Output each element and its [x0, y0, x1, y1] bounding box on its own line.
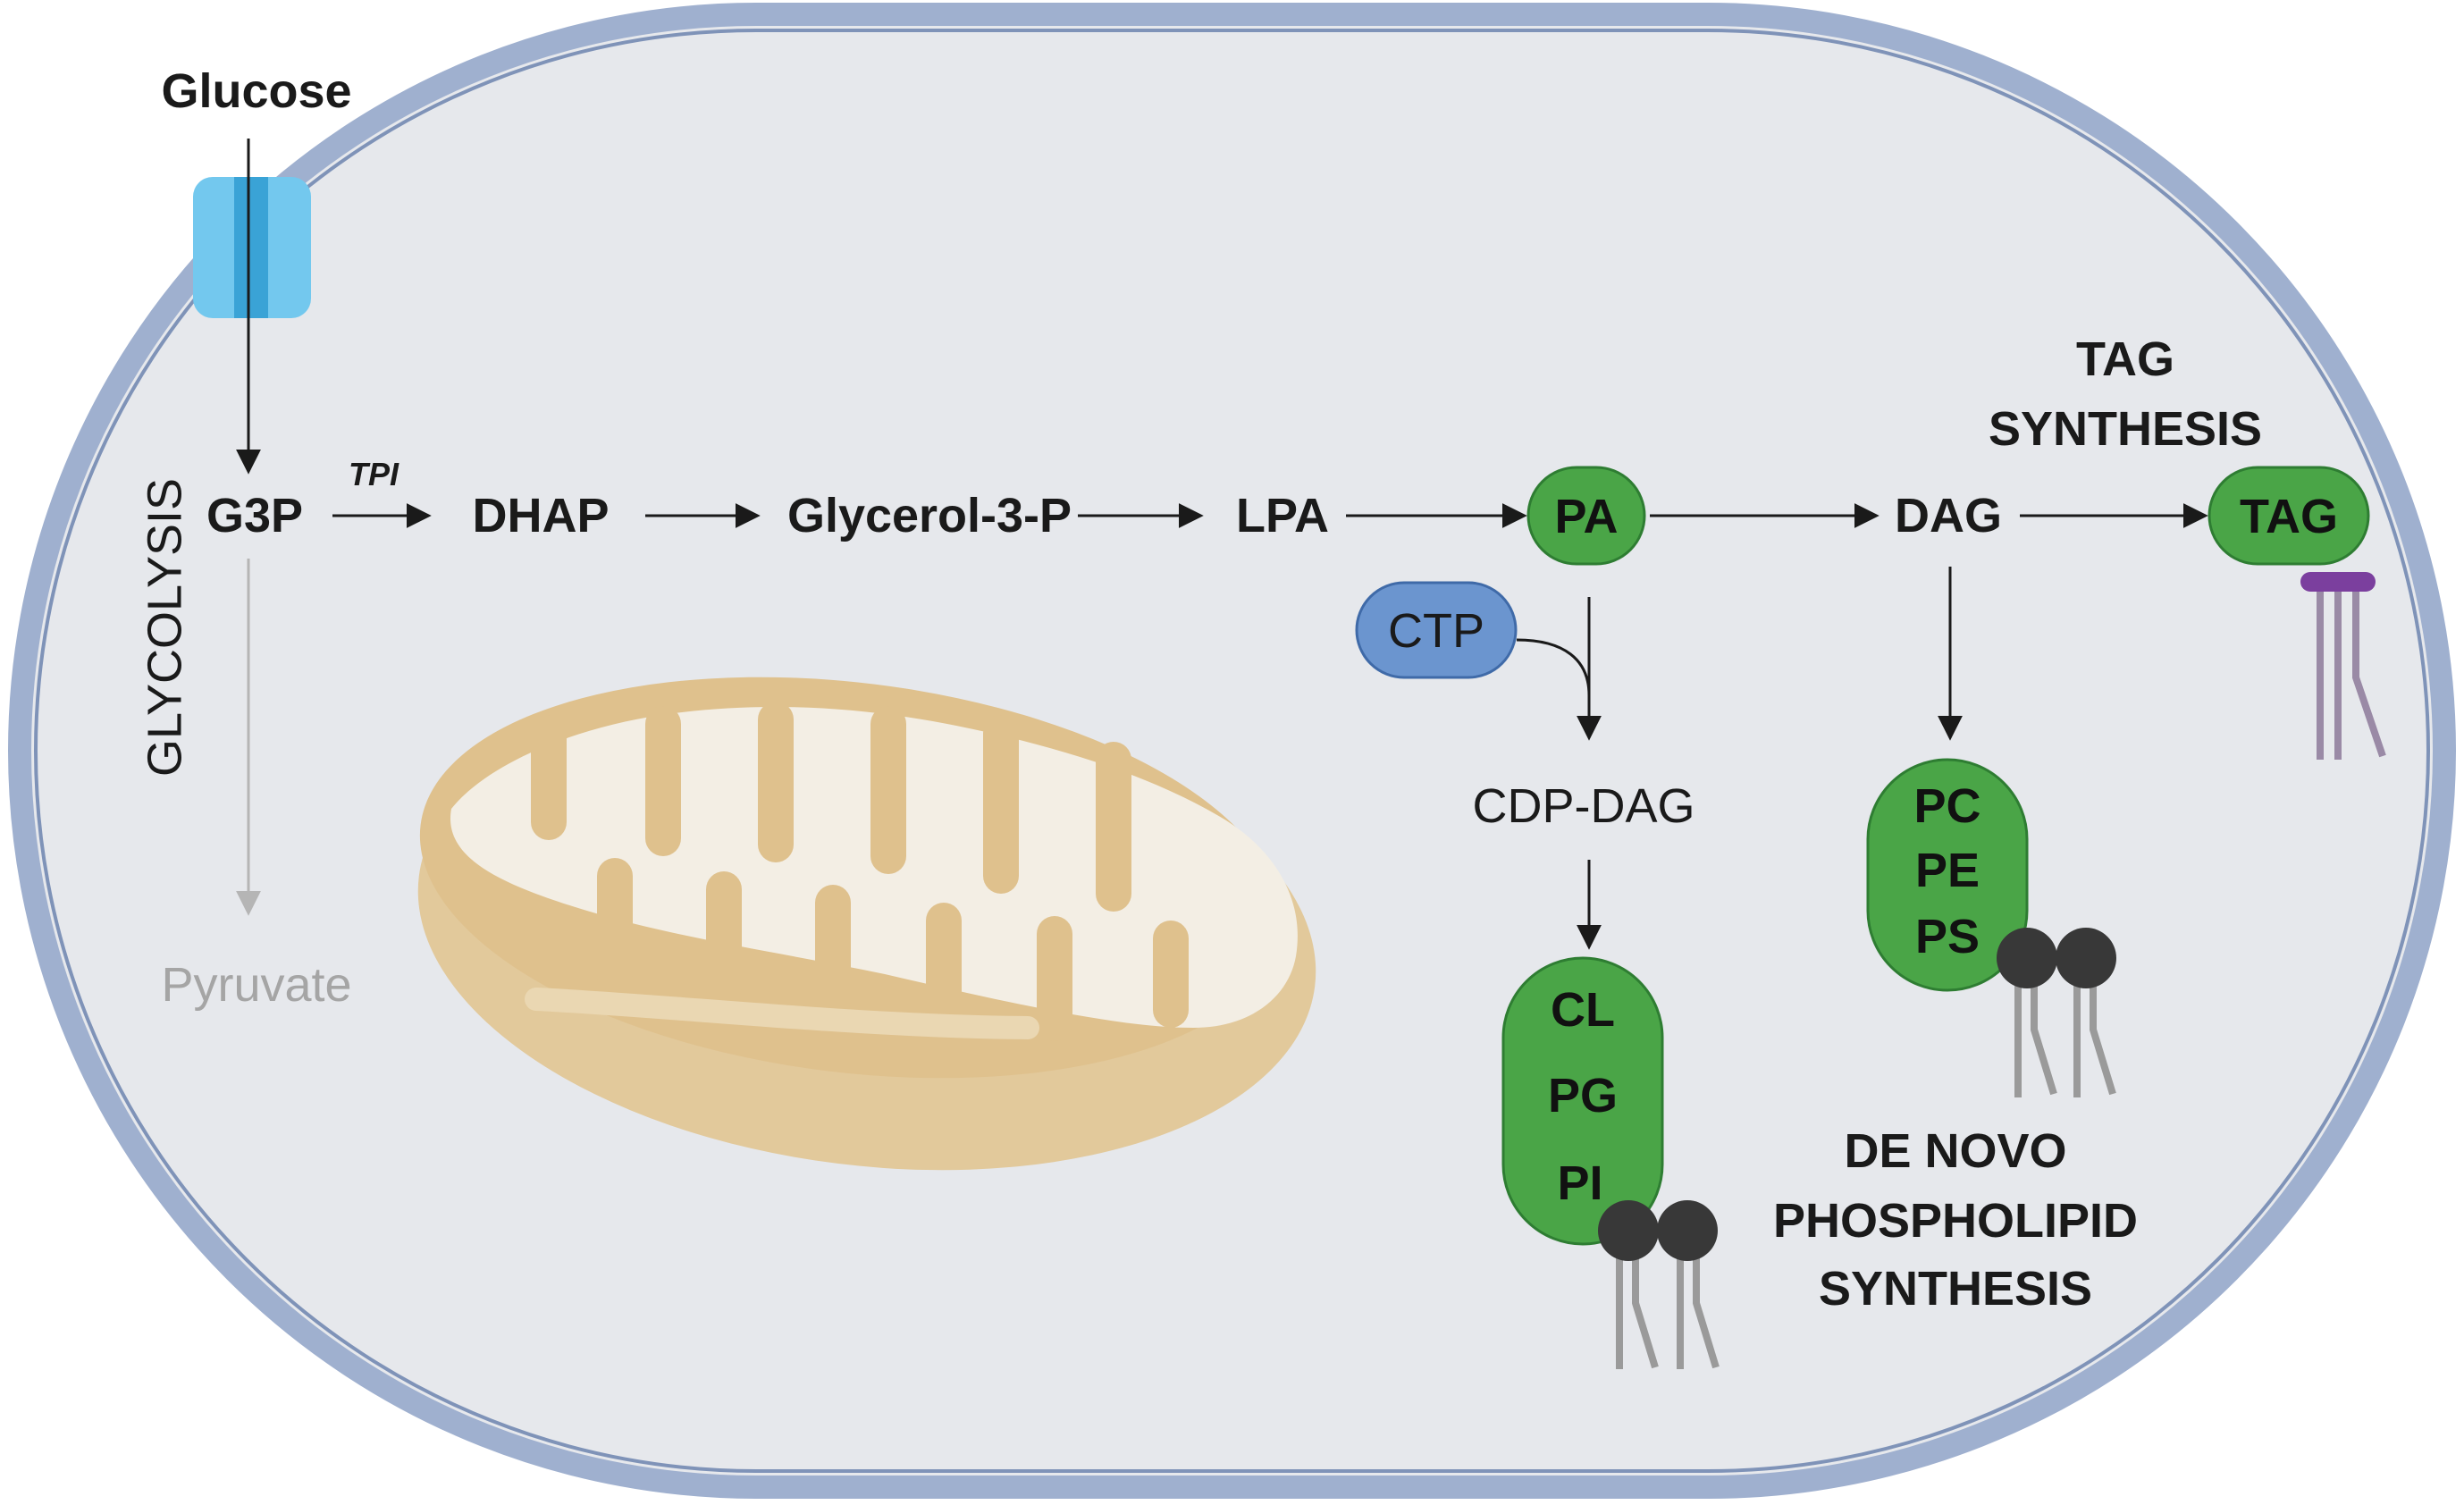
glycerol3p-label: Glycerol-3-P: [787, 489, 1072, 542]
dhap-label: DHAP: [472, 489, 609, 542]
pyruvate-label: Pyruvate: [161, 958, 351, 1012]
pg-label: PG: [1548, 1069, 1618, 1122]
ctp-join-curve: [1516, 638, 1591, 696]
cell-membrane-inner-line: [34, 29, 2430, 1473]
pc-pe-ps-box: [1866, 758, 2029, 992]
tag-synthesis-heading-line-1: TAG: [2076, 332, 2174, 386]
dag-label: DAG: [1895, 489, 2002, 542]
cl-pg-pi-box: [1501, 956, 1664, 1246]
glucose-transporter-icon: [193, 177, 311, 318]
tag-synthesis-heading-line-2: SYNTHESIS: [1989, 402, 2262, 456]
triglyceride-icon: [2300, 572, 2386, 760]
pa-label: PA: [1554, 490, 1618, 543]
glycolysis-label: GLYCOLYSIS: [138, 478, 191, 777]
tpi-enzyme-label: TPI: [349, 456, 399, 492]
pa-box: [1526, 466, 1646, 566]
ps-label: PS: [1915, 910, 1980, 963]
ctp-label: CTP: [1388, 604, 1484, 658]
cl-label: CL: [1551, 983, 1615, 1037]
mitochondrion-icon: [417, 677, 1316, 1171]
tag-box: [2208, 466, 2370, 566]
pc-label: PC: [1913, 779, 1980, 833]
phospholipid-icon: [1997, 928, 2116, 1097]
glucose-label: Glucose: [161, 64, 351, 118]
lpa-label: LPA: [1236, 489, 1329, 542]
cdpdag-label: CDP-DAG: [1472, 779, 1695, 833]
g3p-label: G3P: [206, 489, 303, 542]
phospholipid-icon: [1598, 1200, 1720, 1369]
pi-label: PI: [1557, 1156, 1602, 1210]
de-novo-heading-line-1: DE NOVO: [1844, 1124, 2066, 1178]
pe-label: PE: [1915, 844, 1980, 897]
cell-membrane: [8, 3, 2456, 1499]
de-novo-heading-line-2: PHOSPHOLIPID: [1773, 1194, 2138, 1248]
ctp-box: [1355, 581, 1518, 679]
tag-label: TAG: [2240, 490, 2338, 543]
de-novo-heading-line-3: SYNTHESIS: [1819, 1262, 2092, 1316]
